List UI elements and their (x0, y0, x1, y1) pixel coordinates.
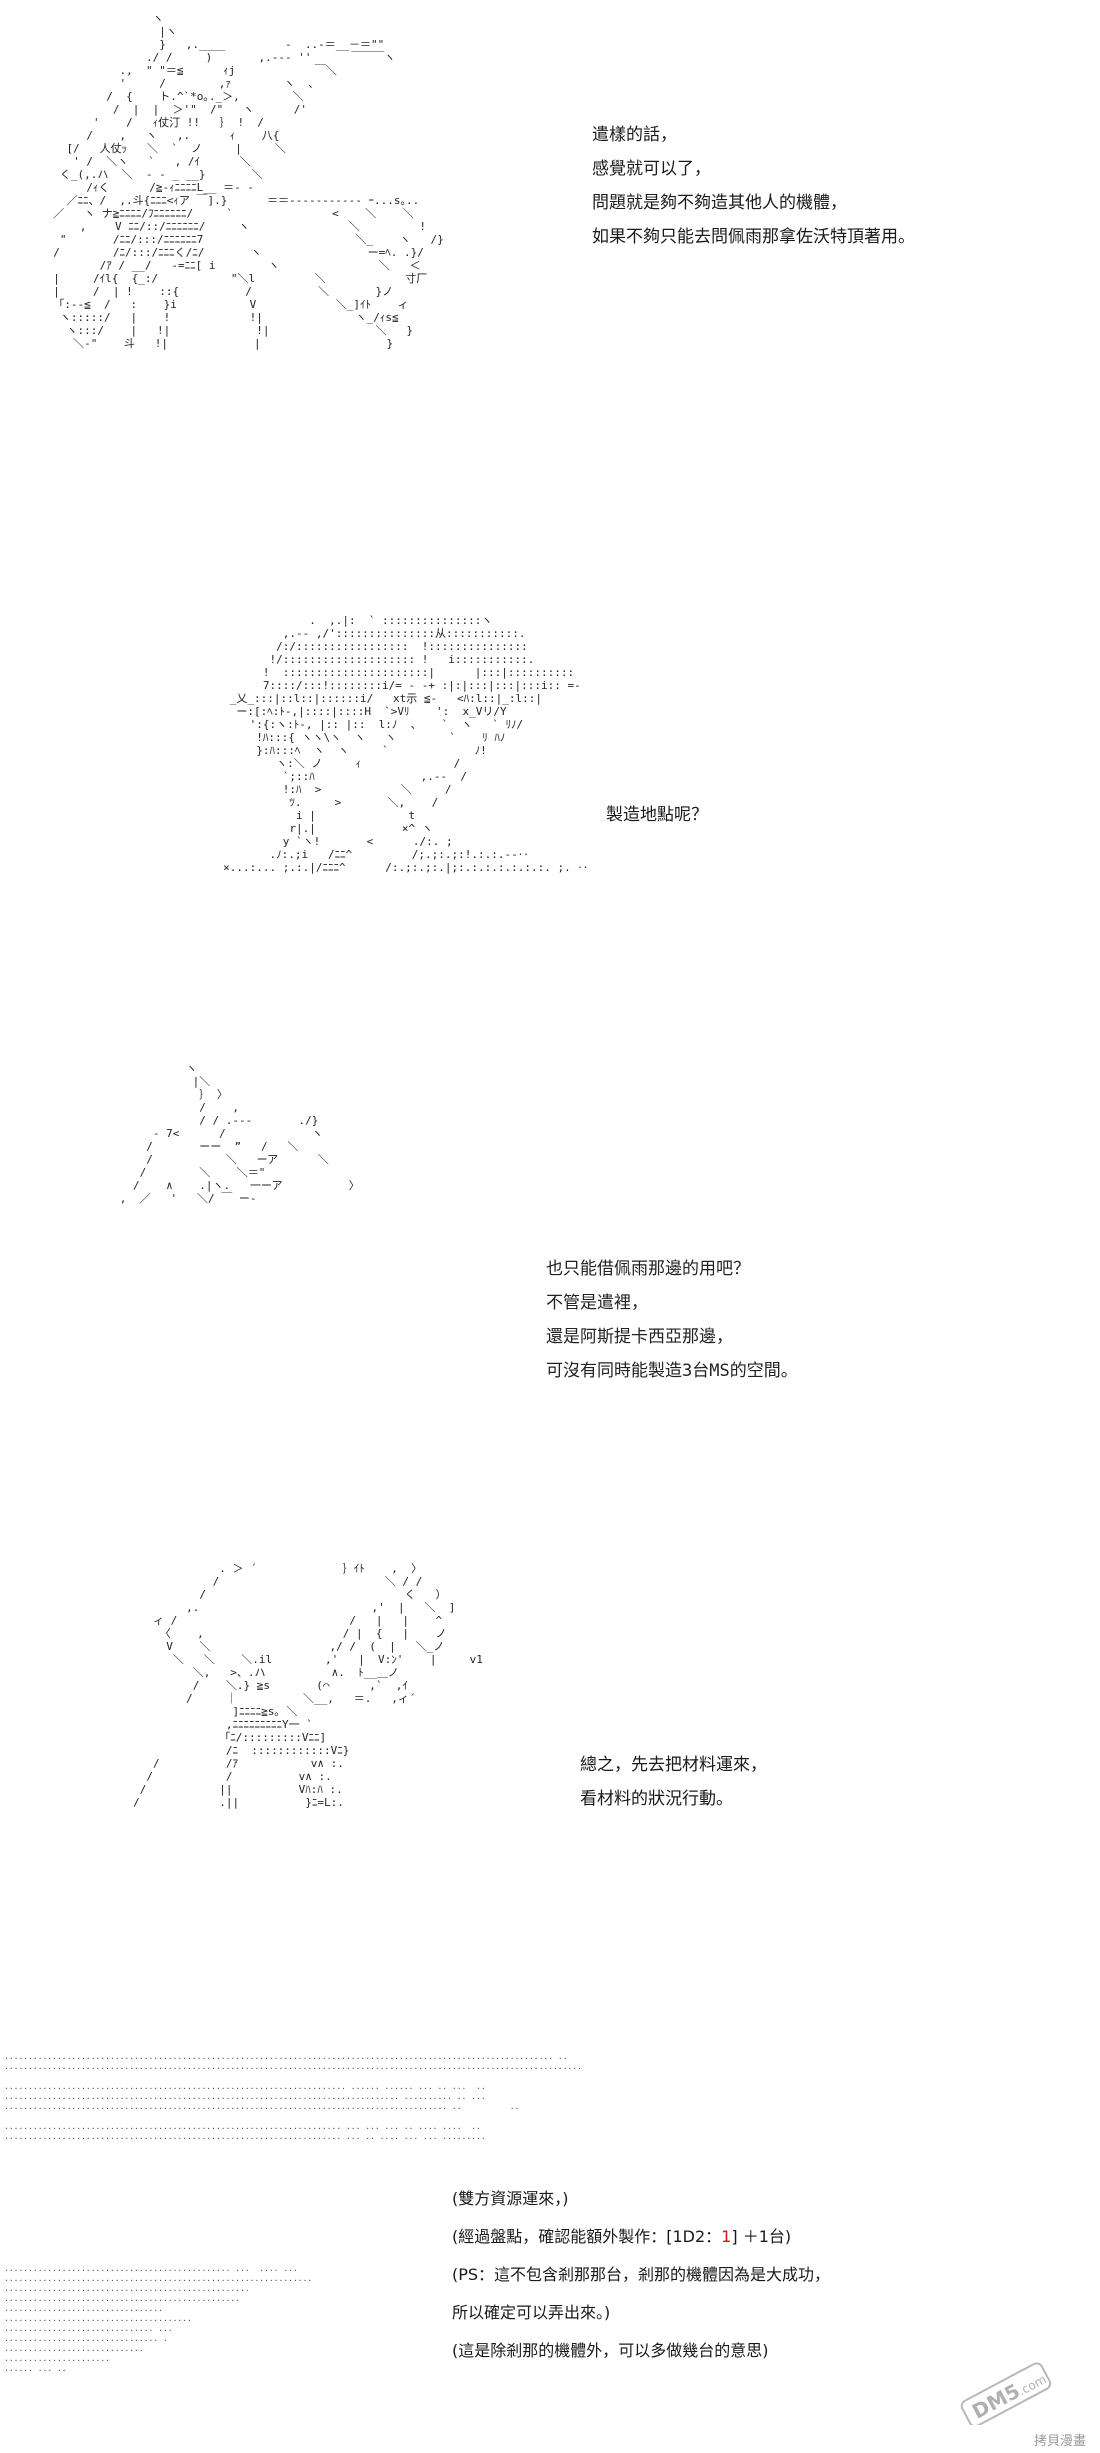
watermark-site-text: .com (1016, 2372, 1049, 2398)
watermark-caption: 拷貝漫畫 (1033, 2434, 1086, 2449)
dialogue-3: 也只能借佩雨那邊的用吧？ 不管是遣裡， 還是阿斯提卡西亞那邊， 可沒有同時能製造… (546, 1252, 798, 1388)
dialogue-3-line-1: 也只能借佩雨那邊的用吧？ (546, 1259, 750, 1279)
note-line-4: 所以確定可以弄出來。) (452, 2303, 611, 2322)
note-line-3: (PS：這不包含剎那那台，剎那的機體因為是大成功， (452, 2265, 831, 2284)
dialogue-1-line-1: 遣樣的話， (592, 125, 677, 145)
panel-2: . ,.|: ` :::::::::::::::ヽ ,.-- ,/'::::::… (0, 600, 1100, 1020)
panel-1: ヽ |ヽ } ,.____ - ..-＝__－＝"" ./ / ) ,.--- … (0, 0, 1100, 580)
dialogue-1: 遣樣的話， 感覺就可以了， 問題就是夠不夠造其他人的機體， 如果不夠只能去問佩雨… (592, 118, 915, 254)
dialogue-1-line-3: 問題就是夠不夠造其他人的機體， (592, 193, 847, 213)
dialogue-2: 製造地點呢？ (606, 798, 708, 832)
dm5-logo-icon: DM5 .com (960, 2362, 1052, 2425)
dialogue-3-line-4: 可沒有同時能製造3台MS的空間。 (546, 1361, 798, 1381)
dialogue-4-line-1: 總之，先去把材料運來， (580, 1755, 767, 1775)
ascii-art-character-4: . ＞ ´ ｝ｲﾄ , 〉 / ＼ / / / く ） ,. ,' | ＼ ] … (133, 1562, 483, 1809)
note-line-5: (這是除剎那的機體外，可以多做幾台的意思) (452, 2341, 769, 2360)
panel-4: . ＞ ´ ｝ｲﾄ , 〉 / ＼ / / / く ） ,. ,' | ＼ ] … (0, 1550, 1100, 2030)
ascii-art-character-2: . ,.|: ` :::::::::::::::ヽ ,.-- ,/'::::::… (223, 614, 589, 874)
dialogue-2-line-1: 製造地點呢？ (606, 805, 708, 825)
ascii-art-character-3: ヽ |＼ ｝ 〉 / , / / .--- ./} - 7< / ヽ / ーー … (80, 1062, 798, 1381)
dialogue-4-line-2: 看材料的狀況行動。 (580, 1789, 733, 1809)
dialogue-4: 總之，先去把材料運來， 看材料的狀況行動。 (580, 1748, 767, 1816)
dialogue-3-line-3: 還是阿斯提卡西亞那邊， (546, 1327, 733, 1347)
ascii-art-character-1: ヽ |ヽ } ,.____ - ..-＝__－＝"" ./ / ) ,.--- … (53, 12, 444, 350)
note-line-2: (經過盤點，確認能額外製作：[1D2：1] ＋1台) (452, 2218, 830, 2256)
narration-notes: (雙方資源運來，) (經過盤點，確認能額外製作：[1D2：1] ＋1台) (PS… (452, 2180, 830, 2370)
dotted-rubble-top: ........................................… (4, 2052, 582, 2141)
dice-roll-result: 1 (721, 2227, 732, 2246)
panel-3: ヽ |＼ ｝ 〉 / , / / .--- ./} - 7< / ヽ / ーー … (0, 1050, 1100, 1530)
note-line-2-prefix: (經過盤點，確認能額外製作：[1D2： (452, 2227, 722, 2246)
dialogue-1-line-4: 如果不夠只能去問佩雨那拿佐沃特頂著用。 (592, 227, 915, 247)
dotted-rubble-bottom: ........................................… (4, 2264, 313, 2373)
note-line-2-suffix: ] ＋1台) (731, 2227, 792, 2246)
dialogue-3-line-2: 不管是遣裡， (546, 1293, 648, 1313)
site-watermark: DM5 .com 拷貝漫畫 (948, 2359, 1088, 2449)
note-line-1: (雙方資源運來，) (452, 2189, 569, 2208)
dialogue-1-line-2: 感覺就可以了， (592, 159, 711, 179)
